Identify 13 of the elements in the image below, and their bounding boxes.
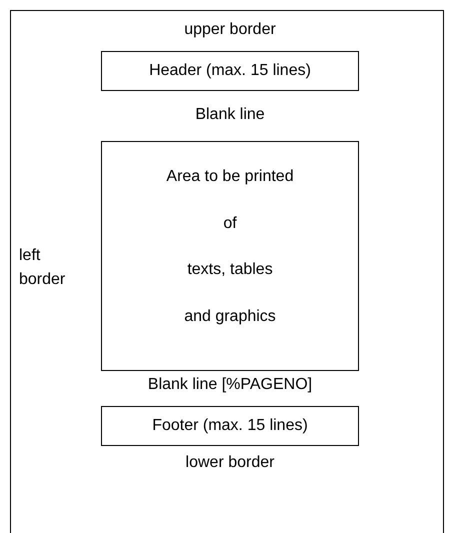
area-text: and graphics — [183, 308, 277, 326]
header-box: Header (max. 15 lines) — [101, 51, 359, 91]
footer-box: Footer (max. 15 lines) — [101, 406, 359, 446]
border-label: Blank line [%PAGENO] — [146, 376, 314, 394]
area-text: Area to be printed — [165, 168, 295, 186]
area-text: of — [222, 214, 238, 232]
print-area-box — [101, 141, 359, 371]
border-label: upper border — [183, 21, 277, 39]
border-label: lower border — [184, 454, 276, 472]
border-label: left border — [19, 246, 66, 290]
area-text: texts, tables — [186, 261, 274, 279]
border-label: Blank line — [194, 106, 266, 124]
page-frame — [10, 10, 444, 533]
